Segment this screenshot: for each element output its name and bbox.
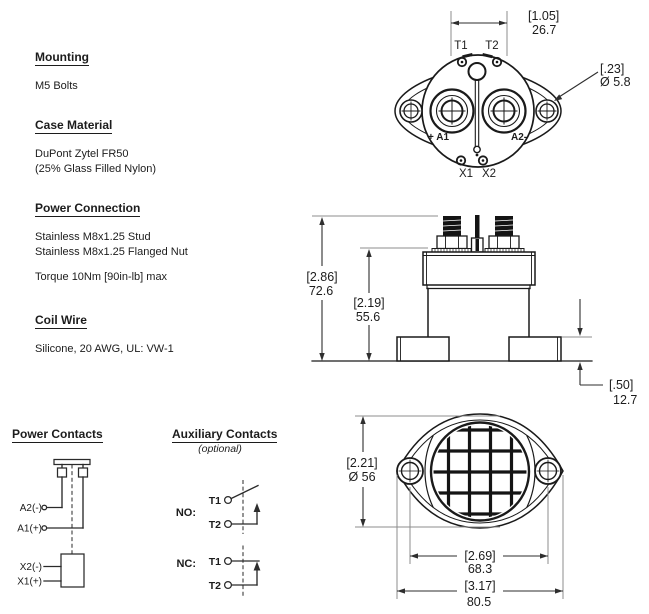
- spec-section-coil-wire: Coil Wire Silicone, 20 AWG, UL: VW-1: [35, 313, 265, 357]
- spec-line: DuPont Zytel FR50: [35, 148, 129, 160]
- aux-contacts-schematic: NO: T1 T2 NC: T1 T2: [176, 480, 261, 597]
- spec-section-case-material: Case Material DuPont Zytel FR50 (25% Gla…: [35, 118, 265, 177]
- spec-section-mounting: Mounting M5 Bolts: [35, 50, 265, 94]
- aux-contacts-heading: Auxiliary Contacts: [172, 427, 278, 443]
- spec-title: Coil Wire: [35, 313, 87, 329]
- dim-foot-height-in: [.50]: [609, 378, 633, 392]
- spec-line: M5 Bolts: [35, 80, 78, 92]
- aux-terminal-pins: [455, 52, 503, 166]
- dim-foot-height: [.50] 12.7: [577, 299, 637, 407]
- dim-overall-width: [3.17] 80.5: [396, 475, 564, 609]
- dim-mount-hole-in: [.23]: [600, 62, 624, 76]
- dim-diameter-mm: Ø 56: [348, 470, 375, 484]
- dim-terminal-spacing-mm: 26.7: [532, 23, 556, 37]
- dim-diameter-in: [2.21]: [346, 456, 377, 470]
- side-view: [2.86] 72.6 [2.19] 55.6 [.50] 12.7: [306, 215, 637, 407]
- label-no-t2: T2: [209, 519, 221, 531]
- foot-left: [396, 336, 450, 362]
- label-a2-minus: A2(-): [20, 503, 42, 514]
- nut-right: [488, 235, 520, 250]
- dim-mount-hole-mm: Ø 5.8: [600, 75, 631, 89]
- contact-left: [56, 467, 68, 478]
- label-x2: X2: [482, 168, 496, 180]
- terminal-a1: [429, 88, 475, 134]
- contact-right: [77, 467, 89, 478]
- dim-overall-height: [2.86] 72.6: [306, 217, 338, 361]
- aux-no: NO: T1 T2: [176, 480, 261, 534]
- center-pin: [475, 215, 480, 240]
- power-contacts-schematic: A2(-) A1(+) X2(-) X1(+): [17, 458, 91, 588]
- terminal-a2: [481, 88, 527, 134]
- label-nc: NC:: [176, 558, 196, 570]
- dim-hole-spacing-mm: 68.3: [468, 562, 492, 576]
- dim-diameter: [2.21] Ø 56: [346, 415, 500, 528]
- spec-title: Case Material: [35, 118, 113, 134]
- label-a1-plus: A1(+): [17, 524, 42, 535]
- label-no: NO:: [176, 507, 196, 519]
- aux-contacts-subtitle: (optional): [198, 443, 242, 455]
- top-view-left-mount-hole: [399, 99, 423, 123]
- stud-left: [443, 216, 461, 237]
- spec-line: Torque 10Nm [90in-lb] max: [35, 271, 168, 283]
- top-view-right-mount-hole: [535, 99, 559, 123]
- spec-title: Mounting: [35, 50, 89, 66]
- bottom-view: [2.21] Ø 56 [2.69] 68.3: [346, 413, 564, 609]
- power-contacts-heading: Power Contacts: [12, 427, 103, 443]
- dim-hole-spacing: [2.69] 68.3: [409, 487, 549, 576]
- dim-foot-height-mm: 12.7: [613, 393, 637, 407]
- label-x1-plus: X1(+): [17, 577, 42, 588]
- spec-line: Stainless M8x1.25 Stud: [35, 231, 151, 243]
- top-view: [1.05] 26.7 [.23] Ø 5.8 T1 T2 + A1 A2- X…: [394, 9, 631, 180]
- spec-line: Stainless M8x1.25 Flanged Nut: [35, 246, 188, 258]
- label-nc-t2: T2: [209, 580, 221, 592]
- label-a2: A2-: [511, 132, 527, 143]
- spec-line: (25% Glass Filled Nylon): [35, 163, 157, 175]
- aux-nc: NC: T1 T2: [176, 545, 261, 597]
- spec-line: Silicone, 20 AWG, UL: VW-1: [35, 343, 174, 355]
- side-view-device: [396, 215, 562, 362]
- dim-hole-spacing-in: [2.69]: [464, 549, 495, 563]
- label-x2-minus: X2(-): [20, 562, 42, 573]
- dim-overall-height-in: [2.86]: [306, 270, 337, 284]
- stud-right: [495, 216, 513, 237]
- bottom-view-left-mount-hole: [396, 457, 424, 485]
- spec-title: Power Connection: [35, 201, 141, 217]
- foot-right: [508, 336, 562, 362]
- top-view-center-feature: [467, 62, 487, 157]
- bottom-view-right-mount-hole: [534, 457, 562, 485]
- dim-overall-height-mm: 72.6: [309, 284, 333, 298]
- dim-terminal-spacing-in: [1.05]: [528, 9, 559, 23]
- dim-terminal-spacing: [1.05] 26.7: [450, 9, 559, 56]
- dim-body-height-in: [2.19]: [353, 296, 384, 310]
- dim-body-height-mm: 55.6: [356, 310, 380, 324]
- dim-body-height: [2.19] 55.6: [353, 249, 385, 361]
- spec-section-power-connection: Power Connection Stainless M8x1.25 Stud …: [35, 201, 265, 285]
- housing-upper: [422, 251, 536, 286]
- nut-left: [436, 235, 468, 250]
- label-no-t1: T1: [209, 495, 221, 507]
- dim-overall-width-mm: 80.5: [467, 595, 491, 609]
- label-t1: T1: [454, 40, 467, 52]
- label-t2: T2: [485, 40, 498, 52]
- dim-mount-hole: [.23] Ø 5.8: [554, 62, 631, 101]
- coil-box: [60, 553, 85, 588]
- label-a1: + A1: [428, 132, 449, 143]
- label-nc-t1: T1: [209, 556, 221, 568]
- dim-overall-width-in: [3.17]: [464, 579, 495, 593]
- label-x1: X1: [459, 168, 473, 180]
